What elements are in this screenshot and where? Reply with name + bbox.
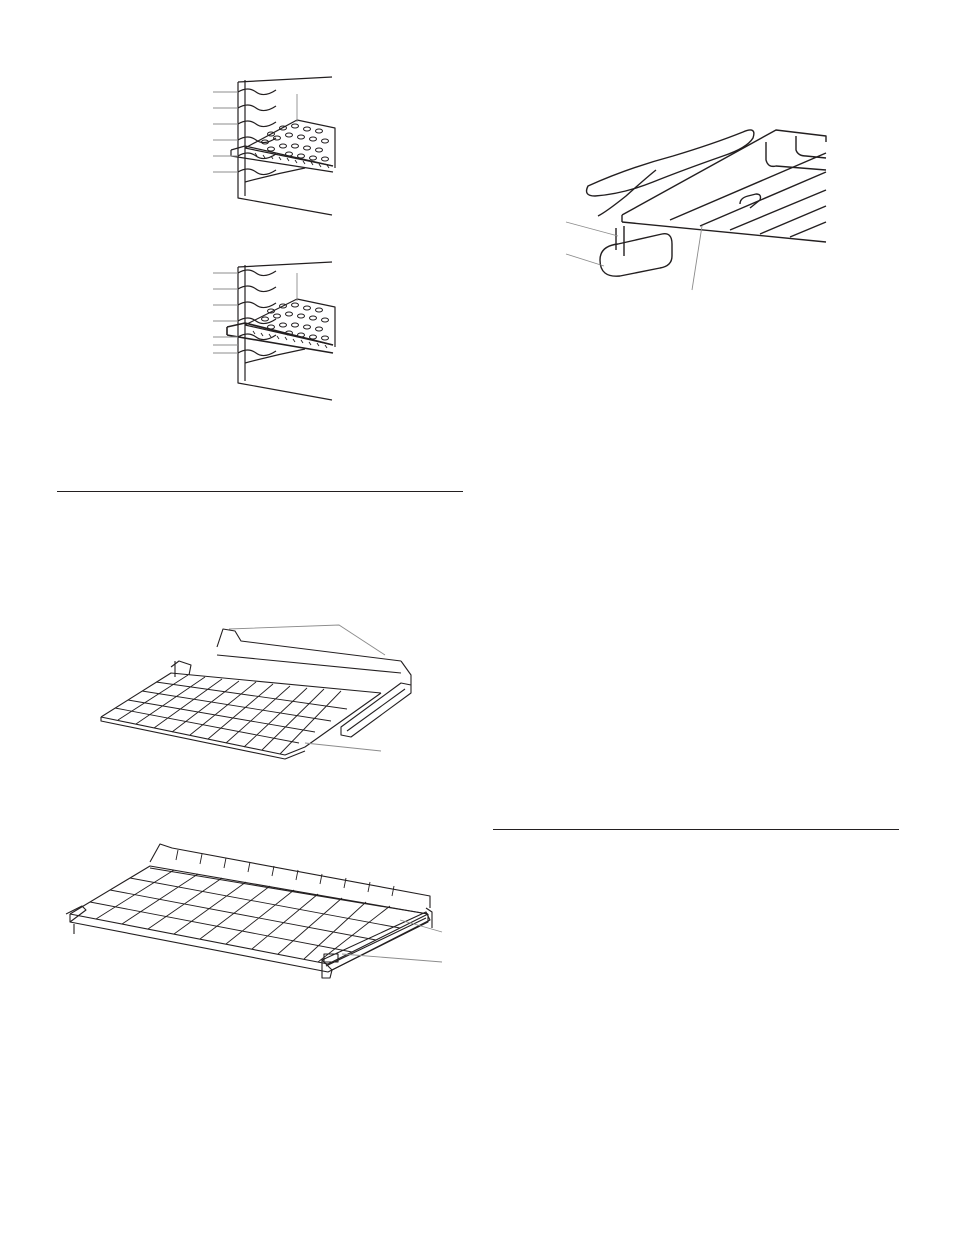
- oven-rack-positions-icon: [205, 70, 345, 220]
- rack-positions-figure-lower: [205, 255, 345, 405]
- extension-rack-slides-figure: [60, 838, 445, 988]
- rack-handle-figure: [560, 120, 835, 295]
- rack-positions-figure-upper: [205, 70, 345, 220]
- section-divider-left: [57, 491, 463, 492]
- oven-rack-positions-icon: [205, 255, 345, 405]
- extension-rack-figure: [95, 615, 395, 765]
- extension-rack-slides-icon: [60, 838, 445, 988]
- extension-rack-icon: [95, 615, 395, 765]
- rack-handle-icon: [560, 120, 835, 295]
- section-divider-right: [493, 829, 899, 830]
